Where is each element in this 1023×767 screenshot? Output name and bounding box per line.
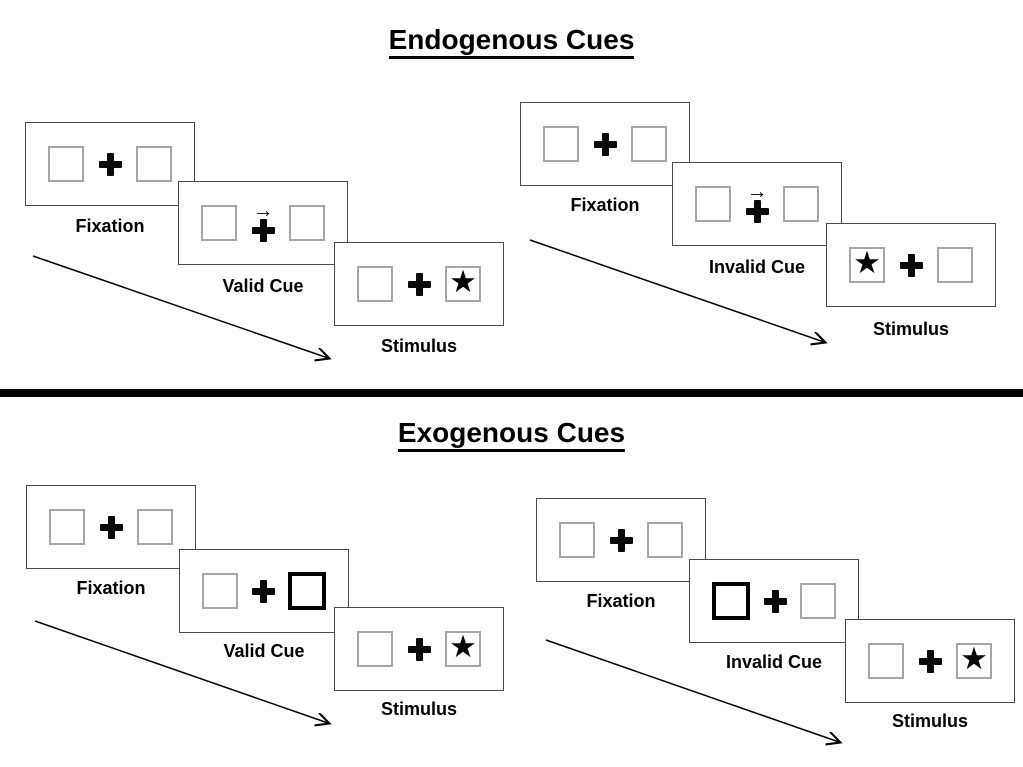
exo-invalid-stimulus-label: Stimulus	[891, 711, 968, 731]
right-box-target: ★	[445, 631, 481, 667]
left-box	[48, 146, 84, 182]
fixation-cross-icon	[918, 649, 942, 673]
right-box	[136, 146, 172, 182]
cue-arrow-right-icon: →	[252, 199, 274, 222]
endo-valid-fixation-panel	[25, 122, 195, 206]
exogenous-title-text: Exogenous Cues	[397, 417, 626, 452]
left-box	[543, 126, 579, 162]
fixation-cross-icon	[407, 272, 431, 296]
endo-invalid-cue-label: Invalid Cue	[708, 257, 806, 277]
right-box-target: ★	[956, 643, 992, 679]
left-box	[357, 266, 393, 302]
exogenous-section-title: Exogenous Cues	[0, 417, 1023, 452]
exo-valid-stimulus-label: Stimulus	[380, 699, 457, 719]
endo-invalid-stimulus-panel: ★	[826, 223, 996, 307]
left-box	[201, 205, 237, 241]
star-icon: ★	[853, 244, 881, 281]
right-box	[137, 509, 173, 545]
endo-invalid-fixation-label: Fixation	[570, 195, 640, 215]
cue-cross-column: →	[745, 180, 769, 223]
exo-valid-cue-panel	[179, 549, 349, 633]
section-divider	[0, 389, 1023, 397]
exo-invalid-stimulus-panel: ★	[845, 619, 1015, 703]
endogenous-section-title: Endogenous Cues	[0, 24, 1023, 59]
exo-valid-cue-label: Valid Cue	[223, 641, 305, 661]
right-box-cue-highlight	[288, 572, 326, 610]
fixation-cross-icon	[609, 528, 633, 552]
right-box-target: ★	[445, 266, 481, 302]
fixation-cross-icon	[251, 219, 275, 242]
left-box	[49, 509, 85, 545]
cue-arrow-right-icon: →	[746, 180, 768, 203]
exo-valid-fixation-label: Fixation	[76, 578, 146, 598]
endogenous-valid-timeline-arrow	[32, 255, 328, 358]
exo-invalid-fixation-label: Fixation	[586, 591, 656, 611]
right-box	[783, 186, 819, 222]
exo-invalid-cue-label: Invalid Cue	[725, 652, 823, 672]
endo-valid-fixation-label: Fixation	[75, 216, 145, 236]
exo-valid-fixation-panel	[26, 485, 196, 569]
fixation-cross-icon	[745, 200, 769, 223]
fixation-cross-icon	[763, 589, 787, 613]
endo-invalid-stimulus-label: Stimulus	[872, 319, 949, 339]
left-box	[202, 573, 238, 609]
exogenous-valid-timeline-arrow	[34, 620, 328, 723]
right-box	[647, 522, 683, 558]
right-box	[937, 247, 973, 283]
star-icon: ★	[449, 263, 477, 300]
endo-valid-cue-label: Valid Cue	[222, 276, 304, 296]
left-box-cue-highlight	[712, 582, 750, 620]
fixation-cross-icon	[593, 132, 617, 156]
fixation-cross-icon	[407, 637, 431, 661]
right-box	[289, 205, 325, 241]
endo-valid-stimulus-panel: ★	[334, 242, 504, 326]
left-box	[357, 631, 393, 667]
fixation-cross-icon	[98, 152, 122, 176]
endogenous-invalid-timeline-arrow	[529, 239, 824, 342]
left-box	[559, 522, 595, 558]
star-icon: ★	[449, 628, 477, 665]
cue-cross-column: →	[251, 199, 275, 242]
right-box	[631, 126, 667, 162]
fixation-cross-icon	[99, 515, 123, 539]
endo-valid-cue-panel: →	[178, 181, 348, 265]
exo-invalid-fixation-panel	[536, 498, 706, 582]
exo-valid-stimulus-panel: ★	[334, 607, 504, 691]
star-icon: ★	[960, 640, 988, 677]
fixation-cross-icon	[251, 579, 275, 603]
exo-invalid-cue-panel	[689, 559, 859, 643]
endo-valid-stimulus-label: Stimulus	[380, 336, 457, 356]
endo-invalid-cue-panel: →	[672, 162, 842, 246]
right-box	[800, 583, 836, 619]
endogenous-title-text: Endogenous Cues	[388, 24, 635, 59]
endo-invalid-fixation-panel	[520, 102, 690, 186]
left-box	[868, 643, 904, 679]
left-box-target: ★	[849, 247, 885, 283]
fixation-cross-icon	[899, 253, 923, 277]
left-box	[695, 186, 731, 222]
